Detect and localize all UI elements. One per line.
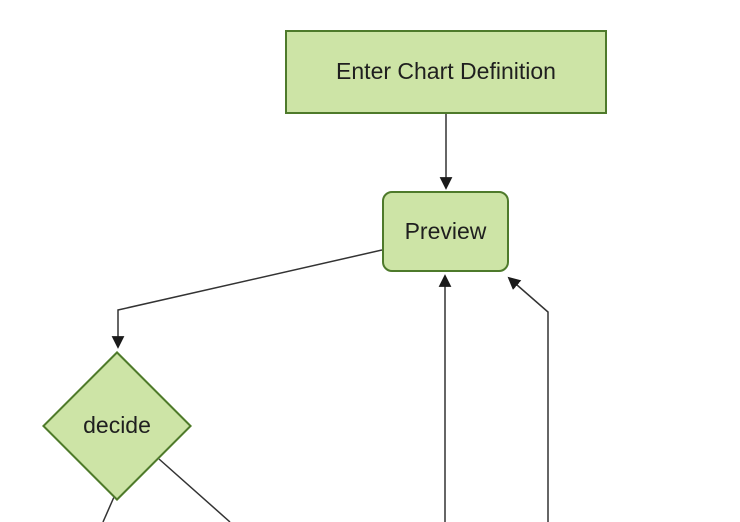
node-preview-label: Preview <box>404 217 487 244</box>
node-enter-chart-definition-label: Enter Chart Definition <box>336 58 556 85</box>
node-enter-chart-definition: Enter Chart Definition <box>285 30 607 114</box>
edge-decide-bottom-left <box>102 496 115 522</box>
node-decide-label: decide <box>83 411 151 438</box>
edge-decide-bottom-right <box>158 458 231 522</box>
node-preview: Preview <box>382 191 509 272</box>
edge-preview-to-decide <box>111 249 383 349</box>
edge-bottomright-to-preview <box>507 276 549 522</box>
